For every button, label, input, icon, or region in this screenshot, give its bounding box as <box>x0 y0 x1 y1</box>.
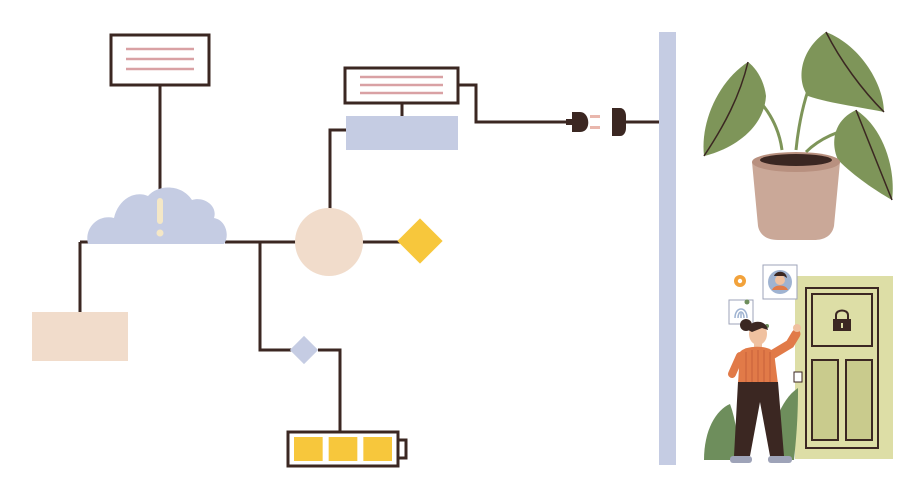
face-id-icon <box>762 264 798 300</box>
hub-circle <box>295 208 363 276</box>
bush-shape <box>704 404 740 460</box>
small-blue-diamond <box>289 335 319 365</box>
battery-full-icon <box>286 430 408 468</box>
middle-info-card <box>343 66 460 105</box>
blue-block <box>346 116 458 150</box>
wall-divider <box>659 32 676 465</box>
wire-small-diamond-to-battery <box>318 348 342 432</box>
battery-cell <box>294 437 323 461</box>
peach-block <box>32 312 128 361</box>
yellow-diamond <box>397 218 443 264</box>
person-at-door-icon <box>728 319 801 463</box>
power-plug-icon <box>566 112 600 132</box>
padlock-icon <box>833 309 851 331</box>
battery-cells <box>294 437 392 461</box>
power-socket-icon <box>612 108 626 136</box>
wire-card-to-plug <box>458 83 572 124</box>
wire-hub-to-small-diamond <box>258 242 292 352</box>
battery-cell <box>328 437 358 461</box>
gear-icon <box>734 275 746 287</box>
potted-plant-icon <box>703 31 893 240</box>
top-info-card <box>109 33 211 87</box>
smart-door <box>793 276 893 459</box>
battery-cell <box>363 437 392 461</box>
middle-card-stripes <box>360 75 443 95</box>
status-dot <box>744 299 750 305</box>
wire-hub-to-blue-box <box>328 128 346 210</box>
connection-wires <box>78 83 660 432</box>
cloud-alert-icon <box>87 187 227 244</box>
top-card-stripes <box>126 47 194 71</box>
